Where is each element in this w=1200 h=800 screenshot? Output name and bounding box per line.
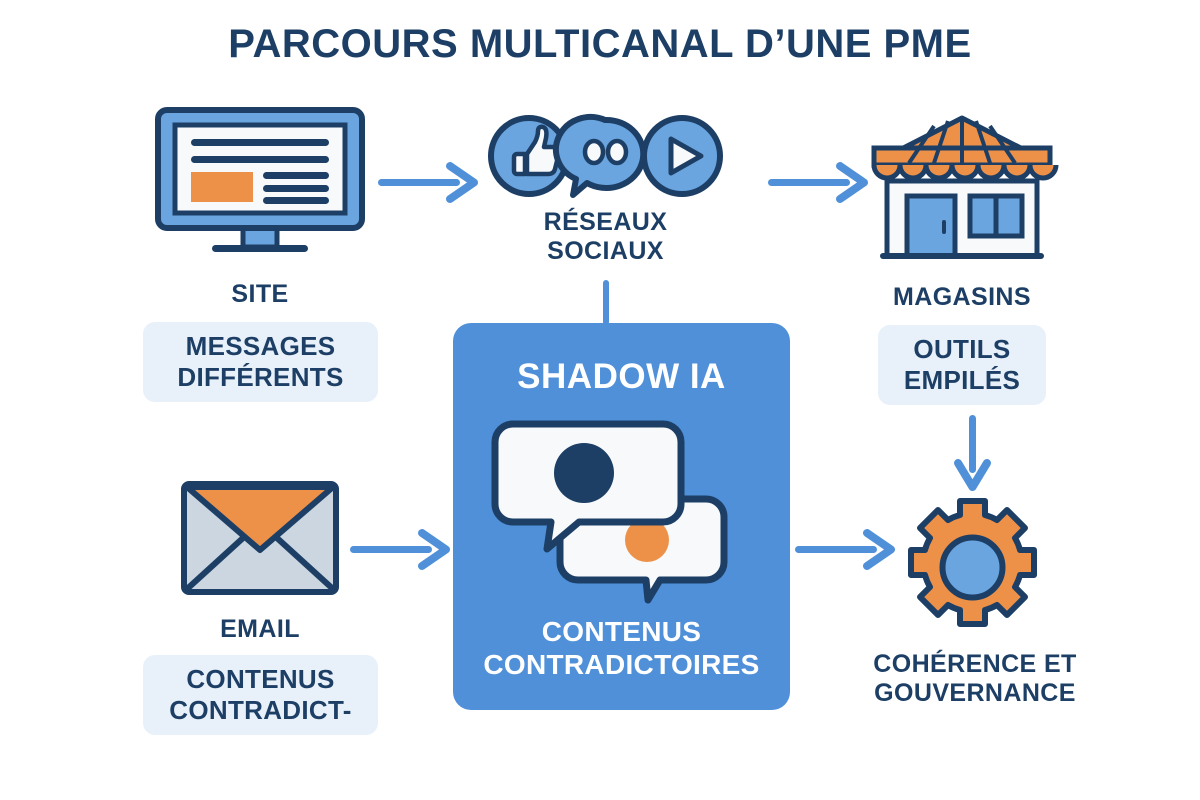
badge-stores-line2: EMPILÉS	[903, 365, 1021, 395]
arrow-site-to-social	[378, 158, 488, 213]
node-governance	[900, 495, 1045, 640]
storefront-icon	[871, 115, 1059, 259]
badge-email-line2: CONTRADICT-	[169, 695, 352, 725]
node-governance-label-line1: COHÉRENCE ET	[873, 650, 1077, 678]
node-email-label: EMAIL	[220, 615, 300, 643]
node-site-label: SITE	[231, 280, 289, 308]
node-email	[180, 480, 340, 596]
gear-icon	[908, 498, 1037, 627]
panel-shadow-ia: SHADOW IA CONTENUS CONTRADICTOIRES	[453, 323, 790, 710]
badge-stores-line1: OUTILS	[913, 334, 1011, 365]
node-social	[488, 110, 723, 202]
panel-subtitle-line1: CONTENUS	[541, 615, 702, 647]
badge-site-line2: DIFFÉRENTS	[177, 362, 344, 392]
badge-stores: OUTILS EMPILÉS	[878, 325, 1046, 405]
arrow-email-to-panel	[350, 525, 460, 580]
chat-eyes-icon	[553, 114, 647, 198]
envelope-icon	[181, 481, 339, 595]
page-title: PARCOURS MULTICANAL D’UNE PME	[228, 22, 972, 66]
monitor-icon	[155, 107, 365, 252]
node-social-label-line2: SOCIAUX	[547, 236, 664, 265]
node-site	[150, 105, 370, 265]
panel-subtitle: CONTENUS CONTRADICTOIRES	[453, 615, 790, 682]
connector-social-to-panel	[603, 280, 609, 325]
panel-subtitle-line2: CONTRADICTOIRES	[483, 649, 760, 681]
panel-title: SHADOW IA	[517, 357, 726, 396]
node-stores	[862, 108, 1062, 273]
badge-email: CONTENUS CONTRADICT-	[143, 655, 378, 735]
arrow-stores-to-gear	[948, 415, 998, 500]
node-social-label-line1: RÉSEAUX	[543, 208, 668, 236]
play-icon	[641, 115, 723, 197]
node-social-label: RÉSEAUX SOCIAUX	[478, 208, 733, 266]
badge-site-line1: MESSAGES	[185, 331, 336, 362]
badge-site: MESSAGES DIFFÉRENTS	[143, 322, 378, 402]
chat-bubbles-icon	[481, 416, 761, 606]
node-governance-label-line2: GOUVERNANCE	[874, 678, 1076, 707]
node-governance-label: COHÉRENCE ET GOUVERNANCE	[845, 650, 1105, 708]
node-stores-label: MAGASINS	[893, 283, 1031, 311]
badge-email-line1: CONTENUS	[186, 664, 335, 695]
arrow-social-to-stores	[768, 158, 878, 213]
arrow-panel-to-gear	[795, 525, 905, 580]
